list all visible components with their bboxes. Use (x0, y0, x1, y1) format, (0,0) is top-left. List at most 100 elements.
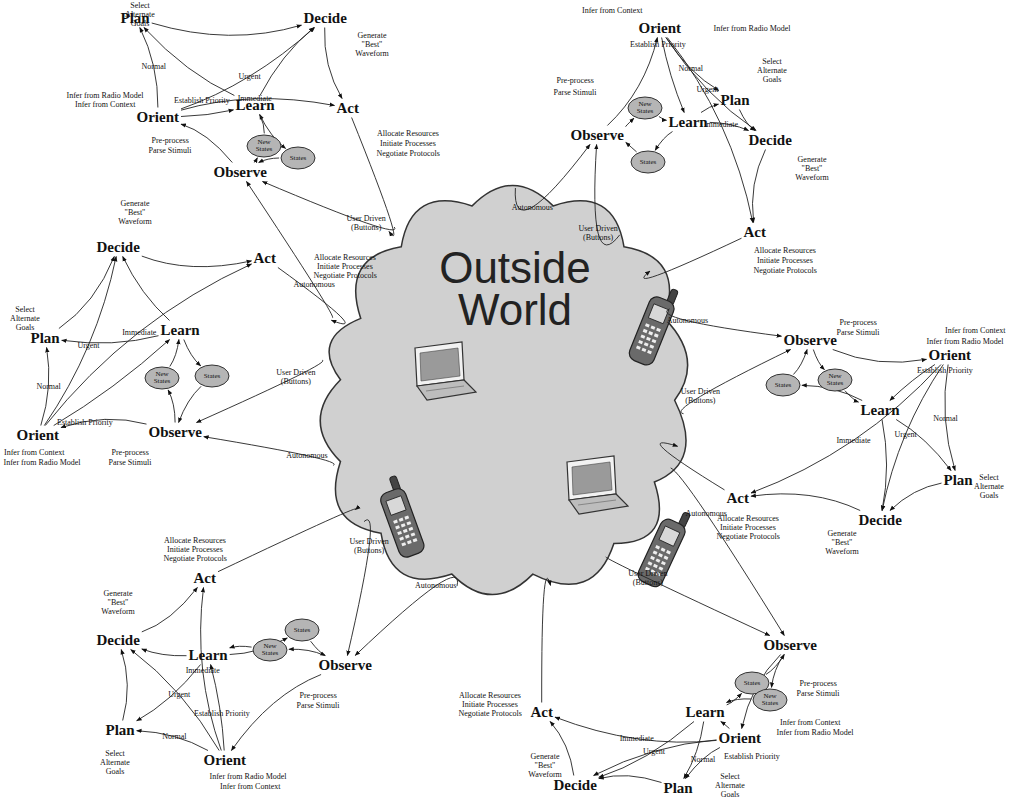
flow-arrow (882, 365, 943, 511)
flow-arrow (896, 420, 951, 471)
flow-arrow (325, 28, 343, 99)
step-label: Learn (861, 402, 900, 419)
flow-arrow (751, 494, 860, 511)
step-label: Plan (664, 780, 693, 797)
annotation-label: Pre-process (112, 448, 149, 457)
flow-arrow (260, 115, 286, 149)
state-label: States (200, 373, 224, 380)
annotation-label: Parse Stimuli (837, 328, 880, 337)
annotation-label: Initiate Processes (317, 262, 373, 271)
edge-label: Autonomous (294, 280, 335, 289)
step-label: Observe (214, 164, 267, 181)
edge-label: Urgent (239, 72, 261, 81)
flow-arrow (142, 256, 252, 267)
step-label: Act (531, 704, 554, 721)
state-label: New States (258, 643, 282, 657)
flow-arrow (179, 386, 202, 422)
annotation-label: Infer from Context (945, 326, 1005, 335)
cycle-step: Learn (861, 402, 900, 419)
cycle-step: Act (744, 224, 767, 241)
flow-arrow (218, 509, 356, 572)
edge-label: Normal (142, 62, 166, 71)
state-shape (247, 135, 281, 157)
step-label: Plan (106, 722, 135, 739)
cycle-step: Act (194, 570, 217, 587)
flow-arrow (515, 145, 590, 211)
flow-arrow (231, 675, 321, 751)
flow-arrow (170, 340, 179, 367)
annotation-label: Initiate Processes (462, 700, 518, 709)
state-shape (766, 374, 800, 396)
edge-label: Immediate (238, 94, 272, 103)
flow-arrow (626, 118, 634, 127)
state-ellipse: New States (752, 688, 788, 712)
state-label: New States (758, 693, 782, 707)
cycle-step: Act (531, 704, 554, 721)
annotation-label: Generate "Best" Waveform (788, 155, 836, 182)
cycle-step: Orient (719, 730, 762, 747)
cycle-step: Learn (686, 704, 725, 721)
flow-arrow (802, 385, 862, 400)
flow-arrow (289, 649, 325, 655)
step-label: Act (337, 100, 360, 117)
flow-arrow (727, 694, 742, 705)
annotation-label: Initiate Processes (167, 545, 223, 554)
state-shape (631, 151, 665, 173)
step-label: Observe (784, 332, 837, 349)
annotation-label: Parse Stimuli (149, 146, 192, 155)
flow-arrow (123, 257, 170, 321)
state-ellipse: States (284, 618, 320, 642)
flow-arrow (833, 350, 927, 363)
annotation-label: Infer from Radio Model (714, 24, 791, 33)
flow-arrow (121, 650, 127, 721)
annotation-label: Initiate Processes (720, 523, 776, 532)
flow-arrow (599, 722, 694, 778)
flow-arrow (666, 38, 719, 91)
step-label: Learn (686, 704, 725, 721)
flow-arrow (152, 23, 302, 35)
step-label: Act (727, 490, 750, 507)
state-label: States (771, 382, 795, 389)
annotation-label: Negotiate Protocols (314, 271, 377, 280)
annotation-label: Parse Stimuli (797, 689, 840, 698)
edge-label: Immediate (836, 436, 870, 445)
world-title: Outside World (425, 247, 605, 331)
state-shape (195, 365, 229, 387)
annotation-label: Infer from Radio Model (777, 728, 854, 737)
state-label: New States (633, 101, 657, 115)
state-shape (281, 147, 315, 169)
annotation-label: Initiate Processes (380, 139, 436, 148)
annotation-label: Allocate Resources (314, 253, 376, 262)
cycle-step: Observe (214, 164, 267, 181)
flow-arrow (62, 336, 159, 343)
state-label: States (740, 680, 764, 687)
edge-label: Immediate (704, 120, 738, 129)
step-label: Plan (31, 330, 60, 347)
cycle-step: Learn (189, 647, 228, 664)
step-label: Learn (161, 322, 200, 339)
cloud-shape (320, 185, 687, 594)
flow-arrow (752, 150, 765, 223)
edge-label: Immediate (122, 328, 156, 337)
flow-arrow (44, 257, 116, 426)
flow-arrow (61, 419, 147, 427)
flow-arrow (260, 28, 314, 96)
state-label: States (286, 155, 310, 162)
state-label: States (290, 627, 314, 634)
flow-arrow (45, 264, 251, 426)
state-label: New States (823, 373, 847, 387)
cycle-step: Decide (859, 512, 902, 529)
flow-arrow (667, 38, 753, 223)
cycle-step: Act (727, 490, 750, 507)
flow-arrow (685, 748, 720, 779)
flow-arrow (599, 776, 662, 783)
annotation-label: Infer from Radio Model (4, 458, 81, 467)
flow-arrow (671, 468, 785, 636)
annotation-label: Generate "Best" Waveform (521, 752, 569, 779)
annotation-label: Initiate Processes (757, 256, 813, 265)
state-ellipse: States (765, 373, 801, 397)
edge-label: Immediate (620, 734, 654, 743)
cycle-step: Orient (137, 109, 180, 126)
step-label: Observe (764, 637, 817, 654)
step-label: Orient (639, 20, 682, 37)
